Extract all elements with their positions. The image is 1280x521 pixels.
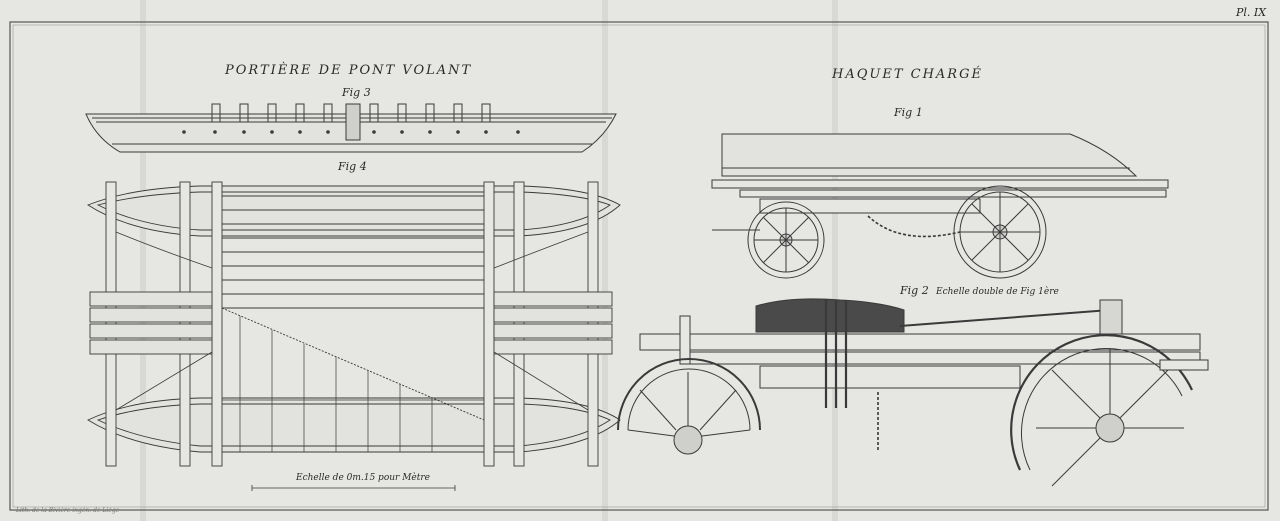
lithographer-imprint: Lith. de la Bivière ingén. de Liège	[15, 507, 120, 514]
fig2-rear-wheel	[1010, 334, 1193, 487]
scale-bar	[251, 485, 456, 491]
fig1-label: Fig 1	[893, 106, 923, 119]
plate-border-inner	[12, 24, 1266, 508]
plate-number: Pl. IX	[1235, 6, 1267, 19]
fig2-caption: Echelle double de Fig 1ère	[935, 286, 1059, 297]
fig3-bolts	[182, 130, 520, 134]
fig4-side-planks	[89, 291, 613, 355]
fig3-center-post	[345, 103, 361, 141]
fig1-body	[711, 179, 1169, 189]
fig2-front-wheel	[617, 358, 761, 455]
fig2-rope-load	[755, 298, 905, 333]
fig1-front-wheel	[747, 201, 825, 279]
fig1-rear-wheel	[953, 185, 1047, 279]
fig4-label: Fig 4	[337, 160, 367, 173]
left-title: PORTIÈRE DE PONT VOLANT	[224, 62, 472, 78]
fig3-label: Fig 3	[341, 86, 371, 99]
fig4-deck-planks	[222, 195, 484, 309]
fig4-raft-plan	[87, 181, 621, 467]
fig1-wagon	[711, 133, 1169, 279]
fig4-cutaway-diagonal	[221, 307, 485, 421]
fig2-label: Fig 2	[899, 284, 929, 297]
fig4-underframe	[222, 316, 484, 452]
plate-border	[9, 21, 1269, 511]
fig3-pontoon-elevation	[85, 103, 617, 153]
fig2-straps	[824, 300, 848, 408]
scale-caption: Echelle de 0m.15 pour Mètre	[295, 472, 430, 483]
fig3-thole-pins	[211, 103, 491, 123]
fig1-boat	[721, 133, 1138, 177]
fig2-tongue	[899, 309, 1111, 327]
fig2-wagon	[617, 298, 1209, 487]
fig4-bracing-ropes	[115, 231, 589, 411]
right-title: HAQUET CHARGÉ	[831, 66, 983, 82]
